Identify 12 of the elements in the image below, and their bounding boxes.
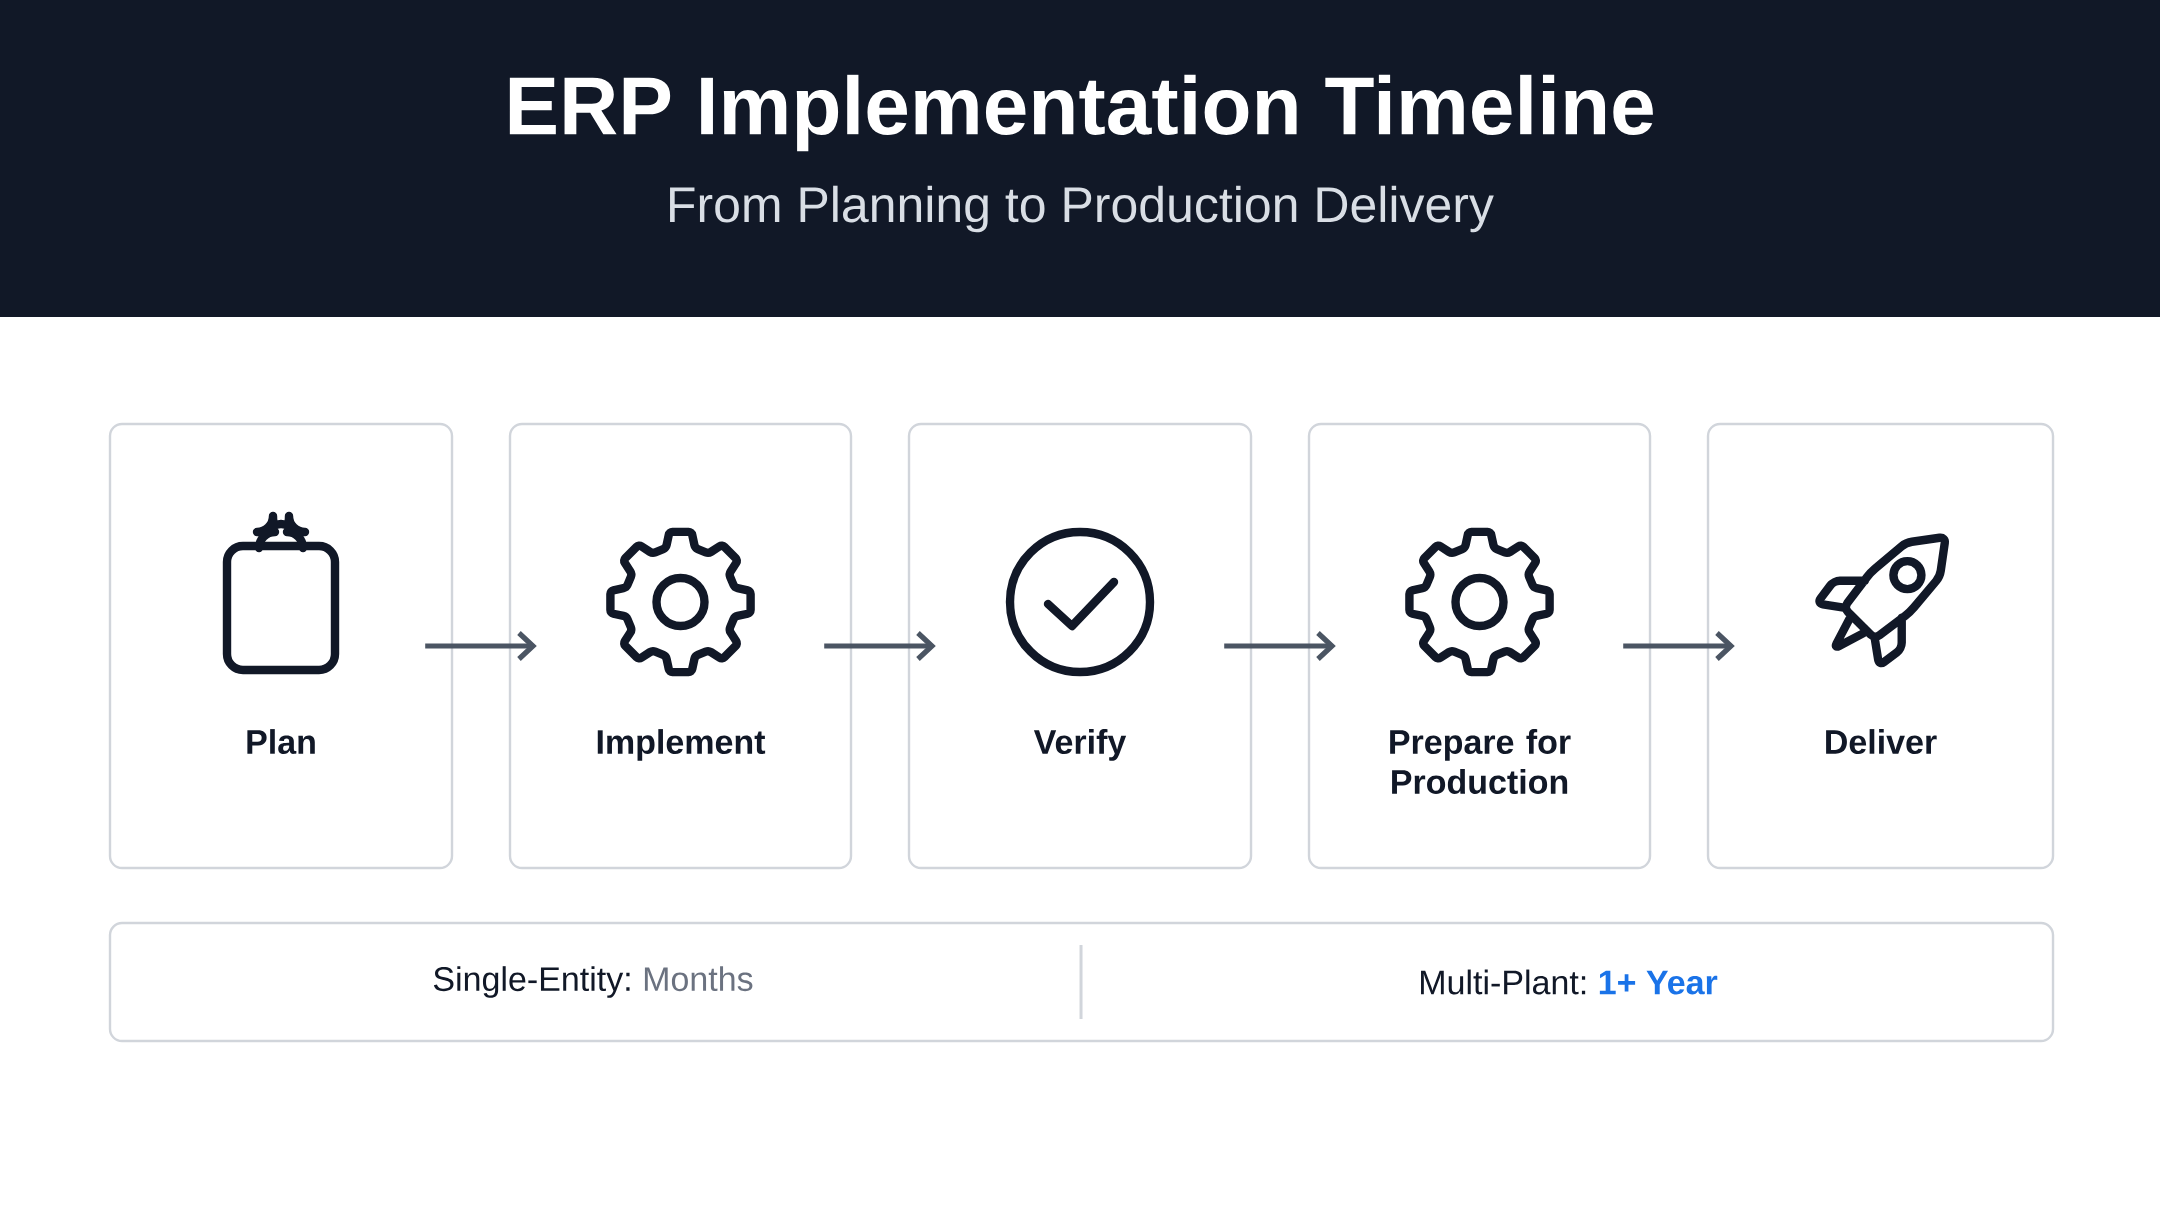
step-card: Plan [108,422,454,870]
step-card: Verify [907,422,1253,870]
step-card: Deliver [1706,422,2055,870]
duration-bar: Single-Entity: Months Multi-Plant: 1+ Year [108,921,2055,1043]
arrow [1224,631,1336,661]
step-card: Implement [508,422,853,870]
step-card: Prepare for Production [1307,422,1652,870]
arrow [1623,631,1735,661]
arrow [824,631,936,661]
subtitle: From Planning to Production Delivery [670,185,1494,233]
arrow [425,631,537,661]
title: ERP Implementation Timeline [509,74,1653,152]
